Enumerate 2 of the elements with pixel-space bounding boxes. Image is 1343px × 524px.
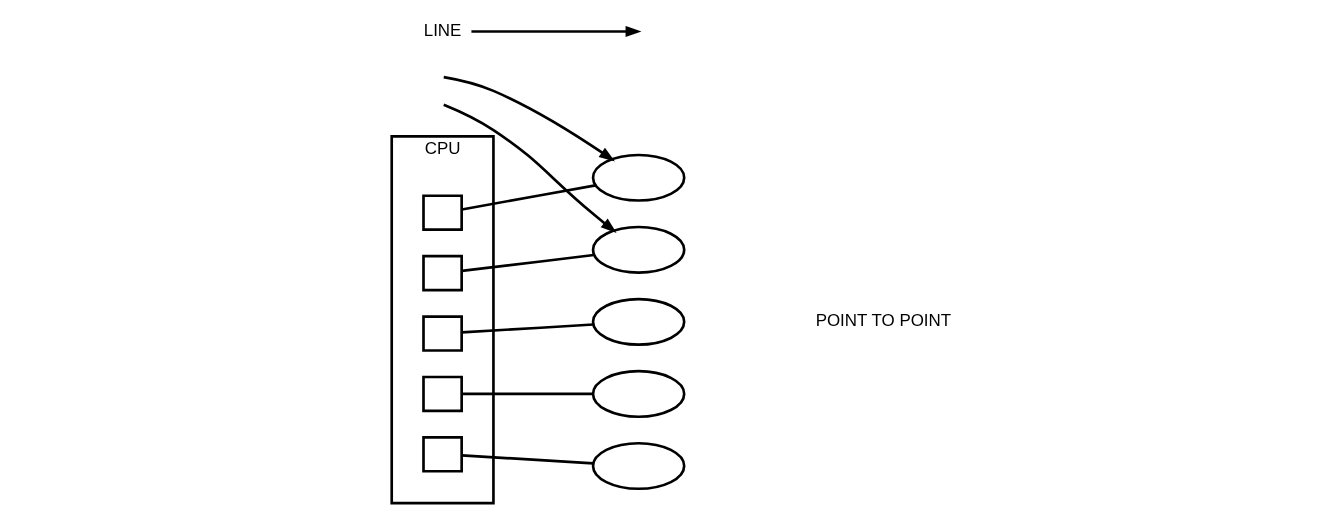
node-text: LINE: [423, 20, 461, 40]
label: POINT TO POINT: [815, 310, 951, 330]
